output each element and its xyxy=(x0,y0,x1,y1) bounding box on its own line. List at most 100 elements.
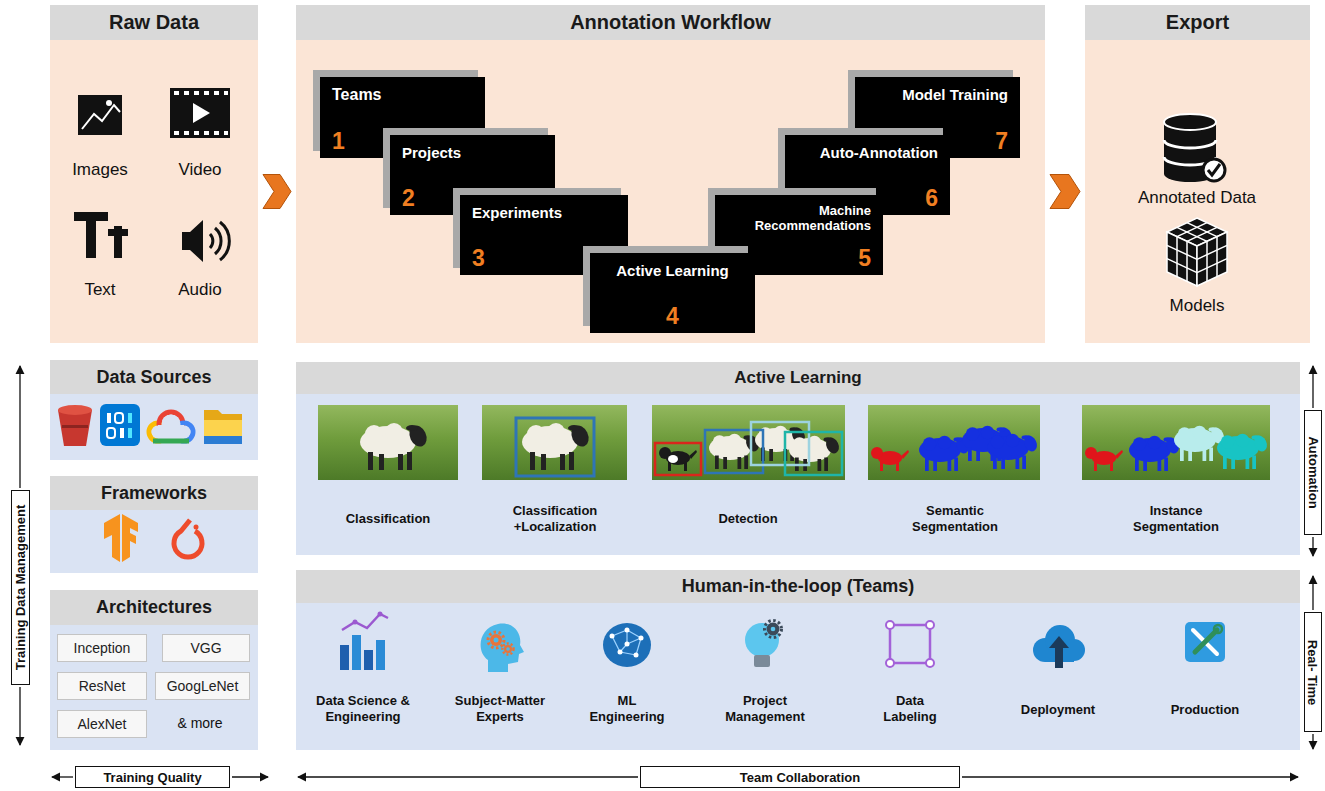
label-slot: Subject-Matter Experts xyxy=(444,693,556,724)
architecture-name: VGG xyxy=(190,640,221,656)
localization-photo xyxy=(482,405,627,480)
classification-photo xyxy=(318,405,458,480)
model-cube-icon xyxy=(1216,237,1218,277)
expert-head-icon xyxy=(481,624,524,672)
lightbulb-icon xyxy=(767,623,780,636)
data-science-icon xyxy=(352,635,361,670)
section-panel: Data Sources xyxy=(50,360,258,460)
model-cube-icon xyxy=(1187,227,1217,241)
production-tools-icon xyxy=(1195,630,1217,652)
database-icon xyxy=(1164,114,1225,182)
workflow-step-box: Active Learning4 xyxy=(590,253,755,333)
classification-photo xyxy=(360,423,416,458)
architecture-name: GoogLeNet xyxy=(167,678,239,694)
caption-label: Data Science & Engineering xyxy=(307,693,419,724)
model-cube-icon xyxy=(1167,218,1227,286)
icon-caption: Audio xyxy=(150,280,250,300)
video-icon xyxy=(194,91,199,95)
axis-label-box: Real- Time xyxy=(1304,612,1322,732)
detection-photo xyxy=(789,436,831,462)
instance-segmentation-photo xyxy=(1180,425,1226,461)
video-icon xyxy=(184,131,189,135)
database-icon xyxy=(1164,140,1216,148)
label-slot: Video xyxy=(150,160,250,180)
label-slot: Detection xyxy=(678,511,818,527)
callout-number: 1 xyxy=(332,129,345,154)
model-cube-icon xyxy=(1167,259,1197,273)
pytorch-logo xyxy=(194,525,199,530)
database-icon xyxy=(1203,159,1225,181)
video-icon xyxy=(193,103,210,123)
instance-segmentation-photo xyxy=(1174,425,1226,461)
text-icon xyxy=(108,229,128,236)
detection-photo xyxy=(715,433,761,469)
step-title: Machine Recommendations xyxy=(739,204,871,234)
model-cube-icon xyxy=(1167,223,1227,282)
detection-photo xyxy=(761,425,807,461)
section-panel: ArchitecturesInceptionVGGResNetGoogLeNet… xyxy=(50,590,258,750)
caption-label: Instance Segmentation xyxy=(1119,503,1234,534)
audio-icon xyxy=(215,228,221,254)
folder-icon xyxy=(204,410,242,444)
detection-photo xyxy=(659,447,697,471)
architecture-box: ResNet xyxy=(57,672,147,700)
production-tools-icon xyxy=(1193,630,1217,654)
instance-segmentation-photo xyxy=(1217,433,1269,469)
model-cube-icon xyxy=(1197,245,1227,259)
axis-label: Team Collaboration xyxy=(740,770,860,785)
panel-heading: Raw Data xyxy=(50,5,258,40)
icon-caption: Text xyxy=(50,280,150,300)
text-icon xyxy=(74,212,128,258)
azure-blob-icon xyxy=(128,428,132,438)
bracket-arrow xyxy=(1312,366,1313,408)
video-icon xyxy=(214,131,219,135)
video-icon xyxy=(170,88,230,138)
database-icon xyxy=(1164,114,1216,130)
bracket-arrow xyxy=(19,366,20,488)
semantic-segmentation-photo xyxy=(919,435,971,471)
image-icon xyxy=(78,95,122,135)
label-slot: Project Management xyxy=(713,693,818,724)
labeling-box-icon xyxy=(886,621,934,667)
label-slot: Text xyxy=(50,280,150,300)
model-cube-icon xyxy=(1186,241,1188,281)
label-slot: Images xyxy=(50,160,150,180)
pytorch-logo xyxy=(174,520,202,557)
brain-icon xyxy=(610,628,644,658)
azure-blob-icon xyxy=(115,413,123,423)
cloud-upload-icon xyxy=(1063,639,1085,661)
callout-number: 5 xyxy=(858,246,871,271)
panel-heading: Data Sources xyxy=(50,360,258,394)
cloud-upload-icon xyxy=(1055,646,1063,668)
cloud-upload-icon xyxy=(1049,636,1069,648)
labeling-box-icon xyxy=(890,625,930,663)
production-tools-icon xyxy=(1185,622,1225,662)
lightbulb-icon xyxy=(765,621,782,638)
folder-icon xyxy=(204,436,242,444)
database-icon xyxy=(1208,164,1220,175)
instance-segmentation-photo xyxy=(1129,436,1171,462)
label-slot: Data Science & Engineering xyxy=(307,693,419,724)
azure-blob-icon xyxy=(128,413,132,423)
caption-label: Production xyxy=(1145,702,1265,718)
label-slot: Production xyxy=(1145,702,1265,718)
lightbulb-icon xyxy=(771,627,776,632)
section-panel: Annotation WorkflowTeams1Projects2Experi… xyxy=(296,5,1045,343)
expert-head-icon xyxy=(490,634,502,646)
image-icon xyxy=(78,95,122,135)
video-icon xyxy=(204,131,209,135)
lightbulb-icon xyxy=(754,655,770,667)
bracket-arrow xyxy=(232,776,268,777)
brain-icon xyxy=(636,638,641,655)
s3-icon xyxy=(62,425,88,428)
semantic-segmentation-photo xyxy=(987,433,1039,469)
cloud-upload-icon xyxy=(1033,638,1057,662)
instance-segmentation-photo xyxy=(1129,435,1181,471)
caption-label: Semantic Segmentation xyxy=(898,503,1013,534)
production-tools-icon xyxy=(1214,625,1222,633)
panel-heading: Active Learning xyxy=(296,362,1300,394)
instance-segmentation-photo xyxy=(1217,434,1259,460)
cloud-upload-icon xyxy=(1033,625,1085,668)
database-icon xyxy=(1164,122,1216,174)
brain-icon xyxy=(634,653,639,658)
